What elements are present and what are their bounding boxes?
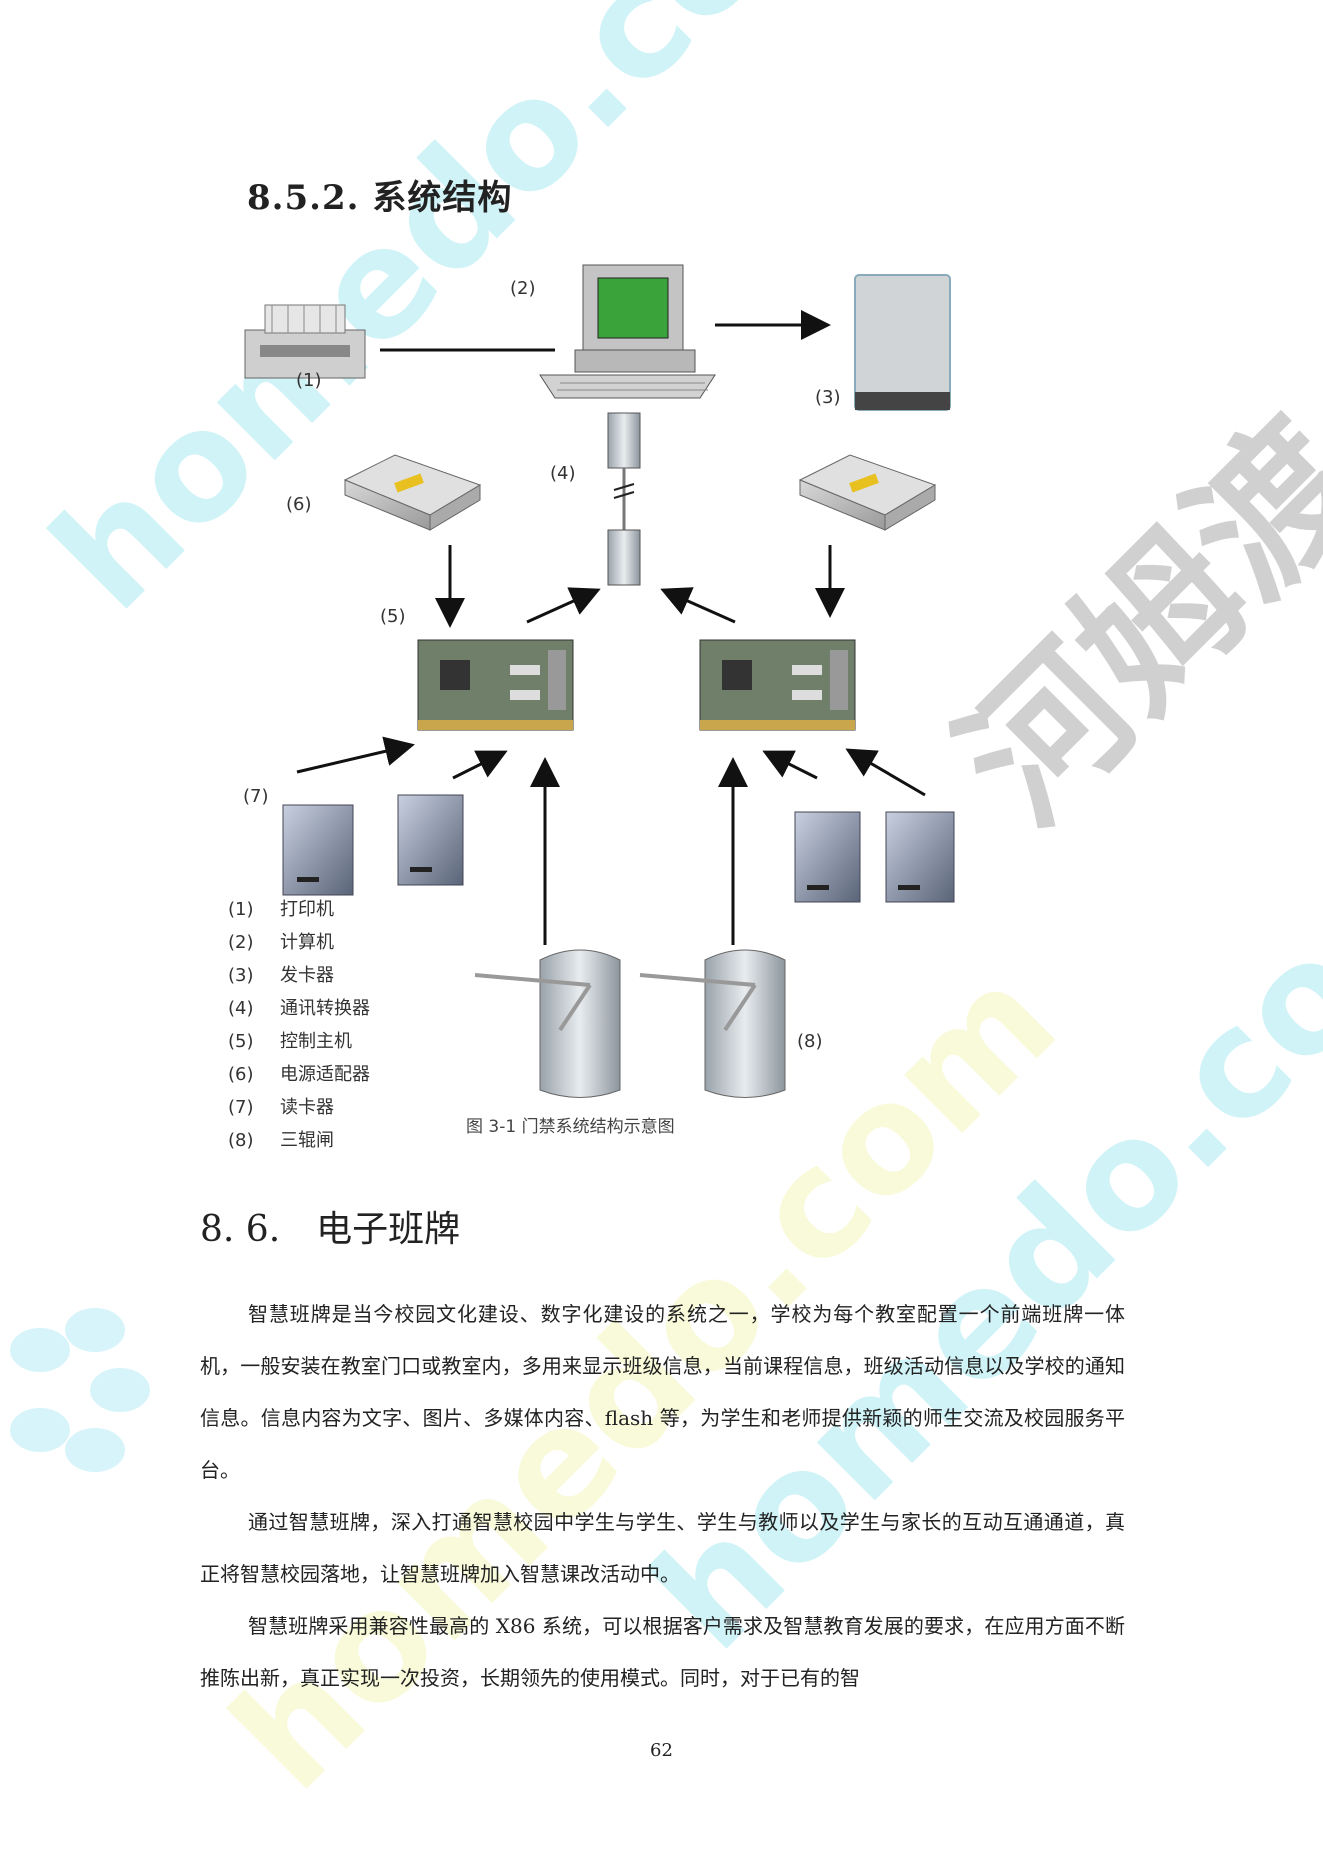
turnstile-right-icon <box>639 949 786 1098</box>
reader2-arrow <box>452 750 508 780</box>
controller-board-left-icon <box>417 639 574 731</box>
label-card-issuer: (3) <box>815 387 841 408</box>
diagram-legend: (1)打印机 (2)计算机 (3)发卡器 (4)通讯转换器 (5)控制主机 (6… <box>228 893 370 1157</box>
label-computer: (2) <box>510 278 536 299</box>
controller-board-right-icon <box>699 639 856 731</box>
card-reader-3-icon <box>794 811 861 903</box>
board-left-to-converter <box>526 587 601 624</box>
label-controller: (5) <box>380 606 406 627</box>
label-printer: (1) <box>296 370 322 391</box>
legend-item: (3)发卡器 <box>228 965 334 986</box>
legend-item: (6)电源适配器 <box>228 1064 370 1085</box>
legend-item: (1)打印机 <box>228 899 334 920</box>
paragraph-2: 通过智慧班牌，深入打通智慧校园中学生与学生、学生与教师以及学生与家长的互动互通通… <box>200 1510 1125 1586</box>
body-text: 智慧班牌是当今校园文化建设、数字化建设的系统之一，学校为每个教室配置一个前端班牌… <box>200 1288 1125 1704</box>
paragraph-3: 智慧班牌采用兼容性最高的 X86 系统，可以根据客户需求及智慧教育发展的要求，在… <box>200 1614 1125 1690</box>
power-adapter-right-icon <box>798 454 937 531</box>
board-right-to-converter <box>660 587 736 624</box>
watermark-flower-logo <box>10 1308 150 1472</box>
figure-caption: 图 3-1 门禁系统结构示意图 <box>466 1117 675 1137</box>
section-heading-8-6: 8. 6. 电子班牌 <box>200 1200 460 1252</box>
card-reader-2-icon <box>397 794 464 886</box>
reader1-arrow <box>296 736 415 774</box>
section-number: 8. 6. <box>200 1209 281 1250</box>
converter-icon <box>607 412 641 586</box>
legend-item: (8)三辊闸 <box>228 1130 334 1151</box>
legend-item: (2)计算机 <box>228 932 334 953</box>
label-card-reader: (7) <box>243 786 269 807</box>
legend-item: (5)控制主机 <box>228 1031 352 1052</box>
reader4-arrow <box>845 748 926 797</box>
computer-icon <box>539 264 716 399</box>
label-power-adapter: (6) <box>286 494 312 515</box>
paragraph-1: 智慧班牌是当今校园文化建设、数字化建设的系统之一，学校为每个教室配置一个前端班牌… <box>200 1302 1125 1482</box>
printer-icon <box>244 304 366 379</box>
section-heading-8-5-2: 8.5.2. 系统结构 <box>247 178 513 218</box>
card-issuer-icon <box>854 274 951 411</box>
label-turnstile: (8) <box>797 1031 823 1052</box>
turnstile-left-icon <box>474 949 621 1098</box>
legend-item: (4)通讯转换器 <box>228 998 370 1019</box>
card-reader-4-icon <box>885 811 955 903</box>
page-number: 62 <box>650 1740 673 1761</box>
reader3-arrow <box>762 750 818 780</box>
section-title: 电子班牌 <box>316 1209 461 1250</box>
power-adapter-left-icon <box>343 454 482 531</box>
card-reader-1-icon <box>282 804 354 896</box>
legend-item: (7)读卡器 <box>228 1097 334 1118</box>
label-converter: (4) <box>550 463 576 484</box>
